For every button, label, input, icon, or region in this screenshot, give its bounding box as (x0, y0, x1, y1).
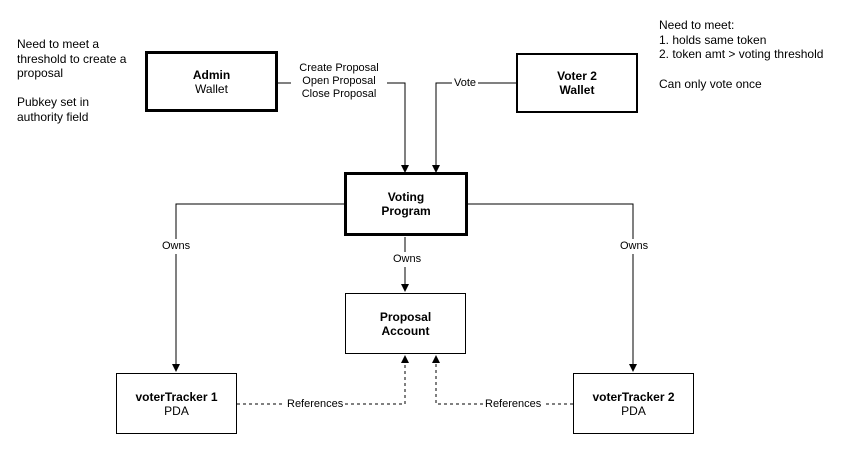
edge-tracker2-references-proposal (432, 355, 573, 405)
voter-requirements-line: 2. token amt > voting threshold (659, 47, 824, 61)
admin-wallet-subtitle: Wallet (195, 81, 228, 96)
proposal-account-node: Proposal Account (345, 293, 466, 354)
edge-program-owns-tracker1 (172, 203, 345, 372)
vote-once-note: Can only vote once (659, 77, 762, 91)
admin-pubkey-line: Pubkey set in (17, 95, 90, 109)
voter-tracker-2-subtitle: PDA (621, 403, 646, 418)
admin-wallet-node: Admin Wallet (145, 51, 278, 112)
admin-wallet-title: Admin (192, 67, 231, 82)
voter2-wallet-title: Voter 2 (557, 69, 597, 83)
proposal-account-line1: Proposal (379, 309, 432, 324)
voting-program-line1: Voting (387, 190, 425, 204)
proposal-account-line2: Account (381, 323, 430, 338)
edge-voter2-to-program (432, 82, 517, 173)
admin-action-item: Open Proposal (302, 75, 376, 87)
owns-label-left: Owns (160, 239, 193, 254)
admin-pubkey-line: authority field (17, 109, 89, 124)
voter-tracker-1-node: voterTracker 1 PDA (116, 373, 237, 434)
edge-program-owns-tracker2 (468, 203, 637, 372)
voter-requirements-line: 1. holds same token (659, 32, 767, 47)
admin-requirements-line: threshold to create a (17, 51, 127, 66)
admin-requirements-line: proposal (17, 66, 64, 80)
voting-program-node: Voting Program (344, 172, 468, 236)
voter2-wallet-node: Voter 2 Wallet (516, 53, 638, 113)
voter-requirements-note: Need to meet: 1. holds same token 2. tok… (659, 18, 823, 62)
voter-tracker-2-title: voterTracker 2 (592, 389, 675, 404)
admin-requirements-note: Need to meet a threshold to create a pro… (17, 37, 126, 81)
voter-tracker-1-title: voterTracker 1 (135, 389, 218, 404)
admin-pubkey-note: Pubkey set in authority field (17, 95, 89, 124)
owns-label-center: Owns (391, 252, 424, 267)
voter2-wallet-subtitle: Wallet (559, 83, 595, 97)
voter-requirements-line: Need to meet: (659, 18, 735, 32)
voter-tracker-1-subtitle: PDA (164, 403, 189, 418)
admin-action-item: Create Proposal (299, 62, 379, 74)
owns-label-right: Owns (618, 239, 651, 254)
voter-tracker-2-node: voterTracker 2 PDA (573, 373, 694, 434)
vote-label: Vote (452, 77, 479, 90)
admin-requirements-line: Need to meet a (17, 37, 100, 51)
references-label-left: References (285, 397, 346, 412)
voting-program-line2: Program (381, 204, 431, 218)
admin-action-item: Close Proposal (301, 88, 377, 100)
references-label-right: References (483, 397, 544, 412)
admin-actions-label: Create Proposal Open Proposal Close Prop… (291, 62, 387, 101)
